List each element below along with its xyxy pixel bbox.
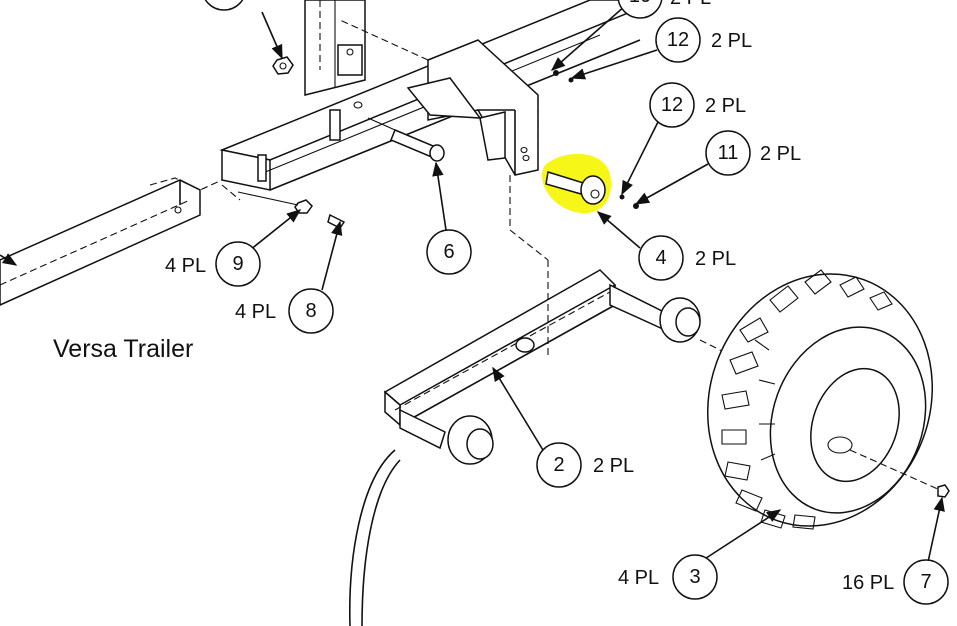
- svg-text:2 PL: 2 PL: [593, 455, 634, 477]
- svg-text:8: 8: [305, 300, 316, 322]
- tongue-curve: [348, 449, 396, 626]
- svg-text:7: 7: [920, 571, 931, 593]
- svg-text:4: 4: [655, 247, 666, 269]
- tongue-tube: [0, 177, 241, 306]
- trailer-frame: [219, 0, 641, 191]
- callout-2: 2 2 PL: [536, 442, 634, 488]
- callout-6: 6: [426, 229, 472, 275]
- svg-text:4 PL: 4 PL: [165, 255, 206, 277]
- svg-text:2 PL: 2 PL: [695, 248, 736, 270]
- svg-text:4 PL: 4 PL: [235, 301, 276, 323]
- svg-text:10: 10: [629, 0, 651, 7]
- callout-11: 11 2 PL: [705, 130, 801, 176]
- svg-text:9: 9: [232, 253, 243, 275]
- svg-text:12: 12: [661, 94, 683, 116]
- bolt-part-6: [367, 117, 445, 162]
- callout-10: 10 2 PL: [617, 0, 711, 19]
- svg-text:16 PL: 16 PL: [842, 572, 894, 594]
- svg-text:2 PL: 2 PL: [670, 0, 711, 9]
- svg-text:4 PL: 4 PL: [618, 567, 659, 589]
- axle-part-2: [383, 175, 731, 465]
- callout-7: 7 16 PL: [842, 559, 949, 605]
- svg-text:2: 2: [553, 454, 564, 476]
- spindle-pin-part-4: [541, 70, 639, 214]
- svg-text:3: 3: [689, 566, 700, 588]
- svg-text:2 PL: 2 PL: [760, 143, 801, 165]
- callout-3: 3 4 PL: [618, 554, 718, 600]
- callout-top-left: [204, 0, 244, 11]
- svg-text:11: 11: [718, 142, 739, 164]
- callout-12b: 12 2 PL: [649, 82, 746, 128]
- tire-part-3: [706, 269, 941, 530]
- callout-4: 4 2 PL: [638, 235, 736, 281]
- callout-9: 9 4 PL: [165, 241, 261, 287]
- svg-text:12: 12: [667, 29, 689, 51]
- callout-8: 8 4 PL: [235, 288, 334, 334]
- svg-text:2 PL: 2 PL: [705, 95, 746, 117]
- callout-12a: 12 2 PL: [655, 17, 752, 63]
- svg-text:6: 6: [443, 241, 454, 263]
- diagram-title: Versa Trailer: [53, 335, 193, 363]
- leader-lines: [249, 5, 945, 563]
- svg-text:2 PL: 2 PL: [711, 30, 752, 52]
